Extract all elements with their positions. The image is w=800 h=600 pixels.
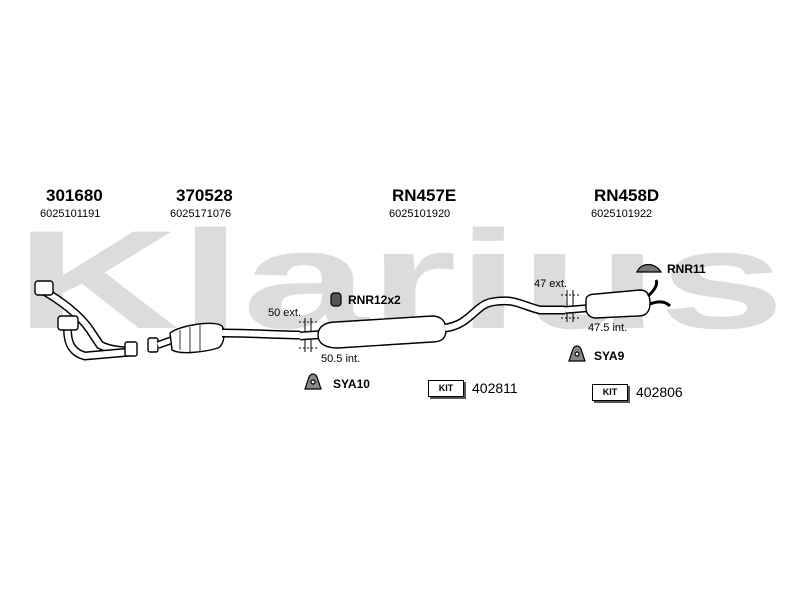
part-number-3: RN457E [392, 186, 457, 205]
rubber-mount-icon [330, 292, 342, 307]
catalyst-370528 [147, 322, 301, 354]
center-silencer-RN457E [299, 296, 565, 349]
fitting-sya9: SYA9 [594, 349, 625, 363]
kit-badge-1: KIT [428, 380, 464, 397]
hanger-icon [636, 263, 663, 273]
annotation-50-ext: 50 ext. [268, 307, 302, 319]
annotation-47-5-int: 47.5 int. [588, 322, 628, 334]
rear-silencer-RN458D [564, 279, 672, 319]
part-number-1: 301680 [46, 186, 103, 205]
kit-badge-2: KIT [592, 384, 628, 401]
oe-ref-1: 6025101191 [40, 208, 101, 220]
part-number-2: 370528 [176, 186, 233, 205]
kit-number-1: 402811 [472, 380, 518, 396]
oe-ref-3: 6025101920 [389, 208, 451, 220]
bracket-icon [304, 373, 322, 390]
fitting-rnr11: RNR11 [667, 262, 706, 276]
fitting-sya10: SYA10 [333, 377, 370, 391]
bracket-icon-right [568, 345, 586, 362]
oe-ref-4: 6025101922 [591, 208, 653, 220]
annotation-47-ext: 47 ext. [534, 278, 568, 290]
oe-ref-2: 6025171076 [170, 208, 232, 220]
annotation-50-5-int: 50.5 int. [321, 353, 361, 365]
front-downpipe-301680 [34, 280, 138, 361]
kit-number-2: 402806 [636, 384, 683, 400]
part-number-4: RN458D [594, 186, 660, 205]
fitting-rnr12x2: RNR12x2 [348, 293, 401, 307]
